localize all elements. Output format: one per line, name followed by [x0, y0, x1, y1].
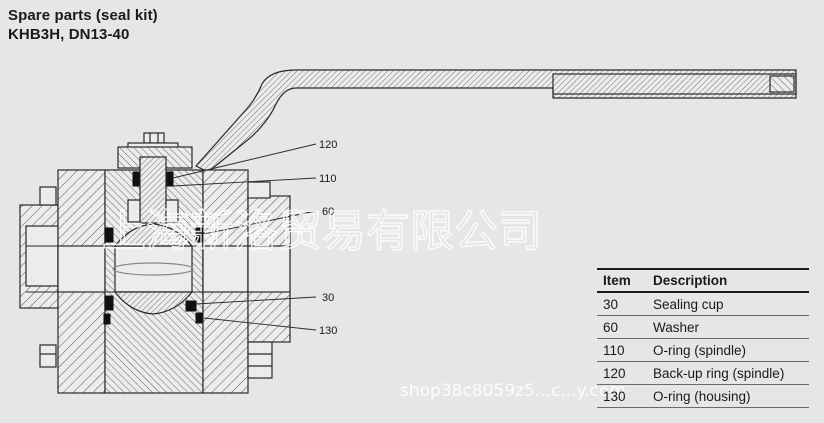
seals [103, 171, 205, 325]
center-body [104, 156, 204, 394]
table-cell-description: O-ring (spindle) [647, 338, 809, 362]
flow-bore [26, 245, 290, 293]
table-cell-item: 120 [597, 361, 647, 385]
column-header-item: Item [597, 268, 647, 293]
table-cell-item: 110 [597, 338, 647, 362]
left-end-connector [19, 186, 59, 368]
right-end-connector [247, 181, 291, 379]
table-cell-item: 130 [597, 384, 647, 408]
watermark-text: 上海新洛贸易有限公司 [102, 206, 542, 257]
column-header-description: Description [647, 268, 809, 293]
callout-30: 30 [322, 292, 334, 304]
table-cell-description: Back-up ring (spindle) [647, 361, 809, 385]
stem-nut [117, 132, 193, 169]
table-row: 60 Washer [597, 315, 809, 339]
callout-labels: 120 110 60 30 130 [319, 139, 337, 337]
handle-lever [195, 69, 797, 173]
callout-130: 130 [319, 325, 337, 337]
table-cell-item: 60 [597, 315, 647, 339]
table-cell-description: Sealing cup [647, 292, 809, 316]
page-title: Spare parts (seal kit) [8, 7, 158, 24]
right-body [202, 169, 249, 394]
table-cell-item: 30 [597, 292, 647, 316]
table-row: 30 Sealing cup [597, 292, 809, 316]
watermark-url: shop38c8059z5...c...y.com [400, 381, 626, 401]
page-subtitle: KHB3H, DN13-40 [8, 26, 130, 43]
callout-120: 120 [319, 139, 337, 151]
left-body [57, 169, 106, 394]
table-header-row: Item Description [597, 268, 809, 293]
table-row: 120 Back-up ring (spindle) [597, 361, 809, 385]
title-block: Spare parts (seal kit) KHB3H, DN13-40 [8, 6, 158, 44]
table-cell-description: O-ring (housing) [647, 384, 809, 408]
leader-lines [172, 143, 317, 331]
callout-60: 60 [322, 206, 334, 218]
table-row: 110 O-ring (spindle) [597, 338, 809, 362]
callout-110: 110 [319, 173, 337, 185]
parts-table: Item Description 30 Sealing cup 60 Washe… [597, 268, 809, 408]
table-cell-description: Washer [647, 315, 809, 339]
table-row: 130 O-ring (housing) [597, 384, 809, 408]
